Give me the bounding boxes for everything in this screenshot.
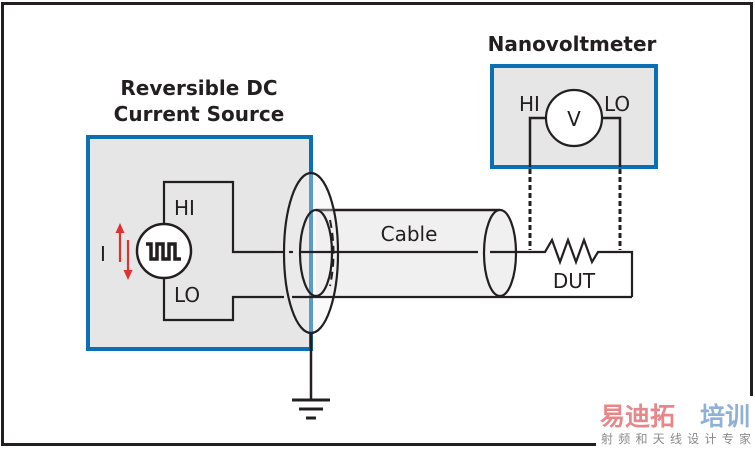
current-label: I xyxy=(100,242,106,266)
current-source-title-line2: Current Source xyxy=(114,102,285,126)
voltmeter-hi-lead xyxy=(528,116,551,167)
bidirectional-current-arrows-icon xyxy=(115,223,133,280)
watermark: 易迪拓 培训 射频和天线设计专家 xyxy=(596,396,754,448)
voltmeter-symbol: V xyxy=(567,107,581,131)
source-lo-label: LO xyxy=(174,283,200,307)
watermark-tagline: 射频和天线设计专家 xyxy=(601,431,751,446)
sense-leads xyxy=(528,169,622,250)
voltmeter-icon: V xyxy=(544,88,604,148)
voltmeter-hi-label: HI xyxy=(519,92,540,116)
voltmeter-lo-lead xyxy=(597,116,622,167)
current-source-box xyxy=(86,135,313,351)
cable-label: Cable xyxy=(381,222,438,246)
dut-circuit xyxy=(528,236,634,297)
nanovoltmeter-title: Nanovoltmeter xyxy=(488,32,657,56)
dut-label: DUT xyxy=(553,269,596,293)
square-wave-source-icon xyxy=(135,222,193,280)
source-hi-label: HI xyxy=(174,196,195,220)
ground-icon xyxy=(292,333,330,420)
current-source-title-line1: Reversible DC xyxy=(120,76,277,100)
voltmeter-lo-label: LO xyxy=(604,92,630,116)
watermark-brand-red: 易迪拓 xyxy=(600,402,675,431)
source-hi-lead xyxy=(162,180,275,254)
watermark-brand-blue: 培训 xyxy=(700,402,750,431)
source-lo-lead xyxy=(162,270,281,322)
